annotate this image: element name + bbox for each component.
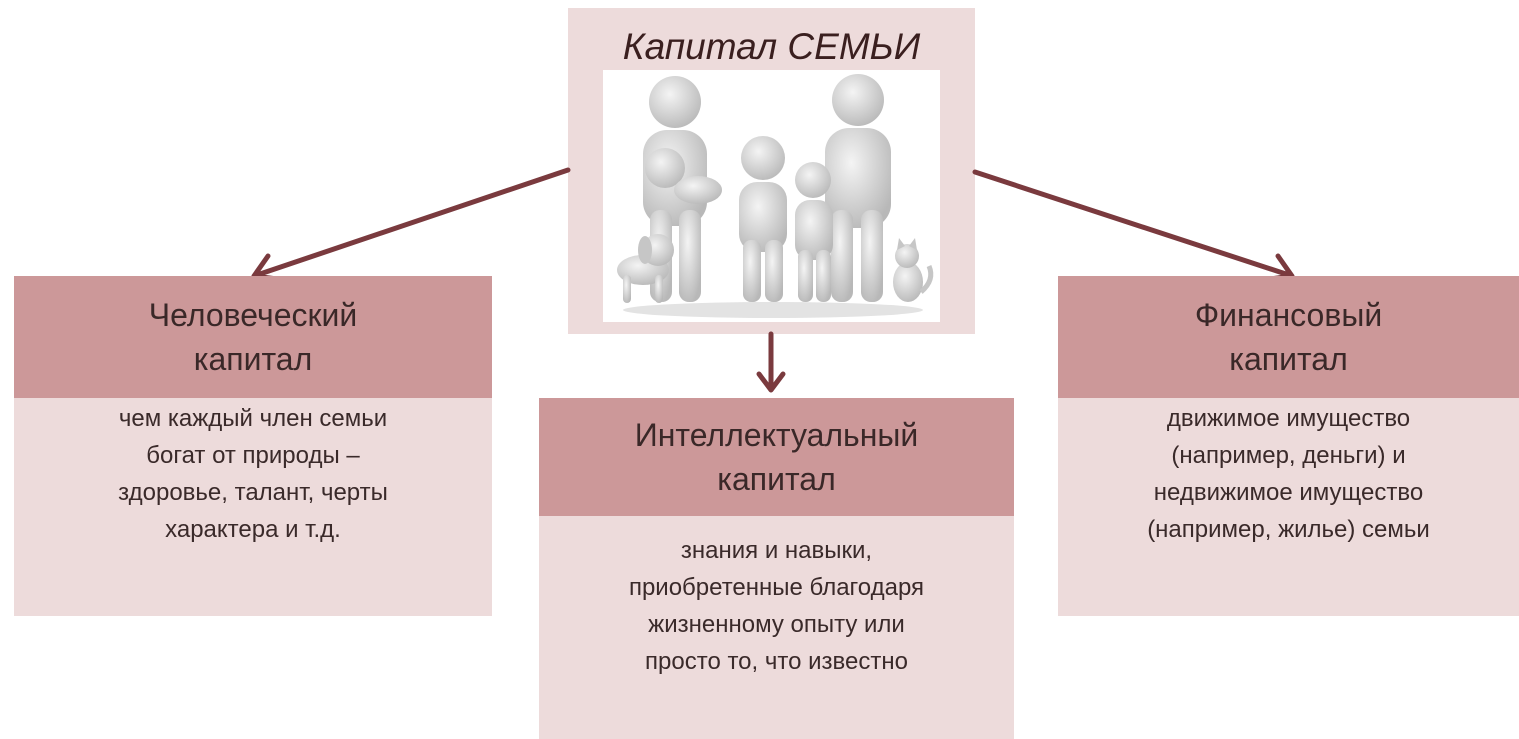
human-capital-title-line1: Человеческий bbox=[148, 297, 358, 333]
description-line: просто то, что известно bbox=[645, 648, 908, 675]
financial-capital-header: Финансовый капитал bbox=[1058, 276, 1519, 398]
description-line: недвижимое имущество bbox=[1153, 479, 1424, 506]
family-figures-icon bbox=[603, 70, 940, 322]
description-line: чем каждый член семьи bbox=[118, 405, 388, 432]
description-line: знания и навыки, bbox=[680, 537, 873, 564]
financial-capital-title-line2: капитал bbox=[1229, 341, 1348, 377]
human-capital-header: Человеческий капитал bbox=[14, 276, 492, 398]
description-line: богат от природы – bbox=[146, 442, 360, 469]
human-capital-title-line2: капитал bbox=[193, 341, 313, 377]
arrow-to-intellectual-capital bbox=[756, 331, 786, 393]
financial-capital-card: Финансовый капитал движимое имущество (н… bbox=[1058, 276, 1519, 616]
description-line: приобретенные благодаря bbox=[628, 574, 925, 601]
human-capital-card: Человеческий капитал чем каждый член сем… bbox=[14, 276, 492, 616]
intellectual-capital-title-line1: Интеллектуальный bbox=[634, 417, 919, 453]
family-capital-title: Капитал СЕМЬИ bbox=[622, 26, 921, 67]
description-line: характера и т.д. bbox=[165, 516, 341, 543]
financial-capital-description: движимое имущество (например, деньги) и … bbox=[1058, 400, 1519, 548]
intellectual-capital-description: знания и навыки, приобретенные благодаря… bbox=[539, 532, 1014, 680]
financial-capital-title-line1: Финансовый bbox=[1194, 297, 1383, 333]
description-line: (например, жилье) семьи bbox=[1147, 516, 1430, 543]
family-capital-box: Капитал СЕМЬИ bbox=[568, 8, 975, 334]
description-line: здоровье, талант, черты bbox=[118, 479, 388, 506]
intellectual-capital-card: Интеллектуальный капитал знания и навыки… bbox=[539, 398, 1014, 739]
human-capital-description: чем каждый член семьи богат от природы –… bbox=[14, 400, 492, 548]
description-line: движимое имущество bbox=[1166, 405, 1411, 432]
arrow-to-financial-capital bbox=[972, 169, 1295, 282]
arrow-to-human-capital bbox=[251, 167, 571, 282]
description-line: (например, деньги) и bbox=[1171, 442, 1406, 469]
intellectual-capital-title-line2: капитал bbox=[717, 461, 836, 497]
description-line: жизненному опыту или bbox=[648, 611, 905, 638]
intellectual-capital-header: Интеллектуальный капитал bbox=[539, 398, 1014, 516]
